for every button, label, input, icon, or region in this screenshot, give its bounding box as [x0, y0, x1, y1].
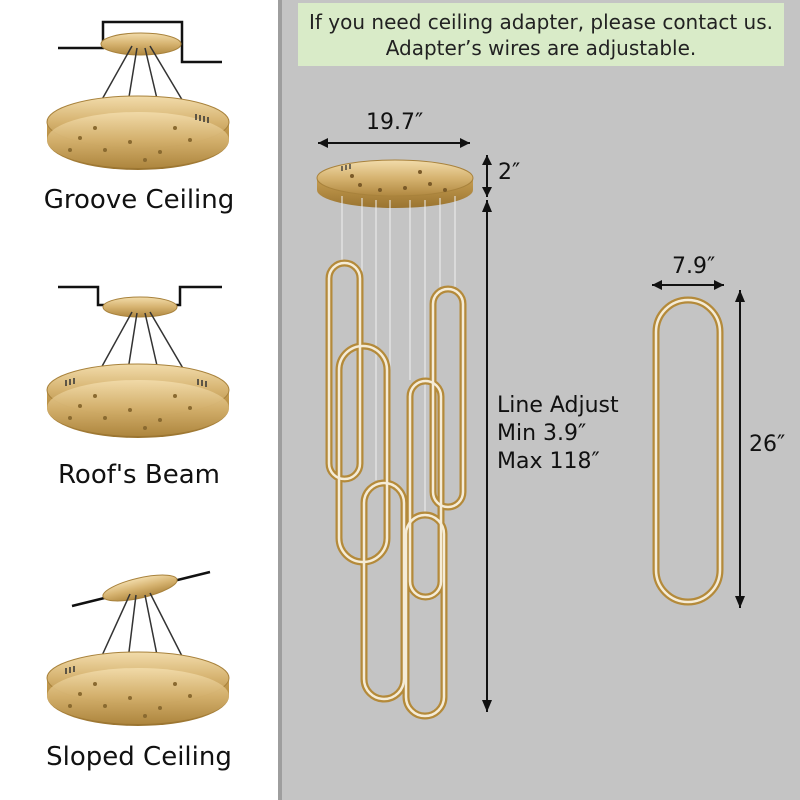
- sloped-ceiling-illustration: [46, 570, 230, 726]
- line-adjust-info: Line Adjust Min 3.9″ Max 118″: [497, 392, 619, 476]
- notice-line-1: If you need ceiling adapter, please cont…: [309, 10, 773, 34]
- roof-beam-label: Roof's Beam: [58, 460, 220, 490]
- dimension-arrows: [318, 138, 745, 712]
- line-adjust-min: Min 3.9″: [497, 421, 587, 446]
- chandelier-illustration: [316, 159, 474, 720]
- groove-ceiling-illustration: [46, 20, 230, 170]
- line-adjust-title: Line Adjust: [497, 393, 619, 418]
- sloped-ceiling-label: Sloped Ceiling: [46, 742, 232, 772]
- roof-beam-illustration: [46, 285, 230, 438]
- ring-width-label: 7.9″: [672, 254, 716, 279]
- ceiling-adapter-notice: If you need ceiling adapter, please cont…: [298, 3, 784, 66]
- single-ring-illustration: [652, 296, 724, 606]
- canopy-width-label: 19.7″: [366, 110, 424, 135]
- dimensions-panel: [282, 0, 800, 800]
- ring-height-label: 26″: [749, 432, 786, 457]
- canopy-height-label: 2″: [498, 160, 521, 185]
- notice-line-2: Adapter’s wires are adjustable.: [385, 36, 697, 60]
- line-adjust-max: Max 118″: [497, 449, 600, 474]
- panel-divider: [278, 0, 282, 800]
- groove-ceiling-label: Groove Ceiling: [43, 185, 235, 215]
